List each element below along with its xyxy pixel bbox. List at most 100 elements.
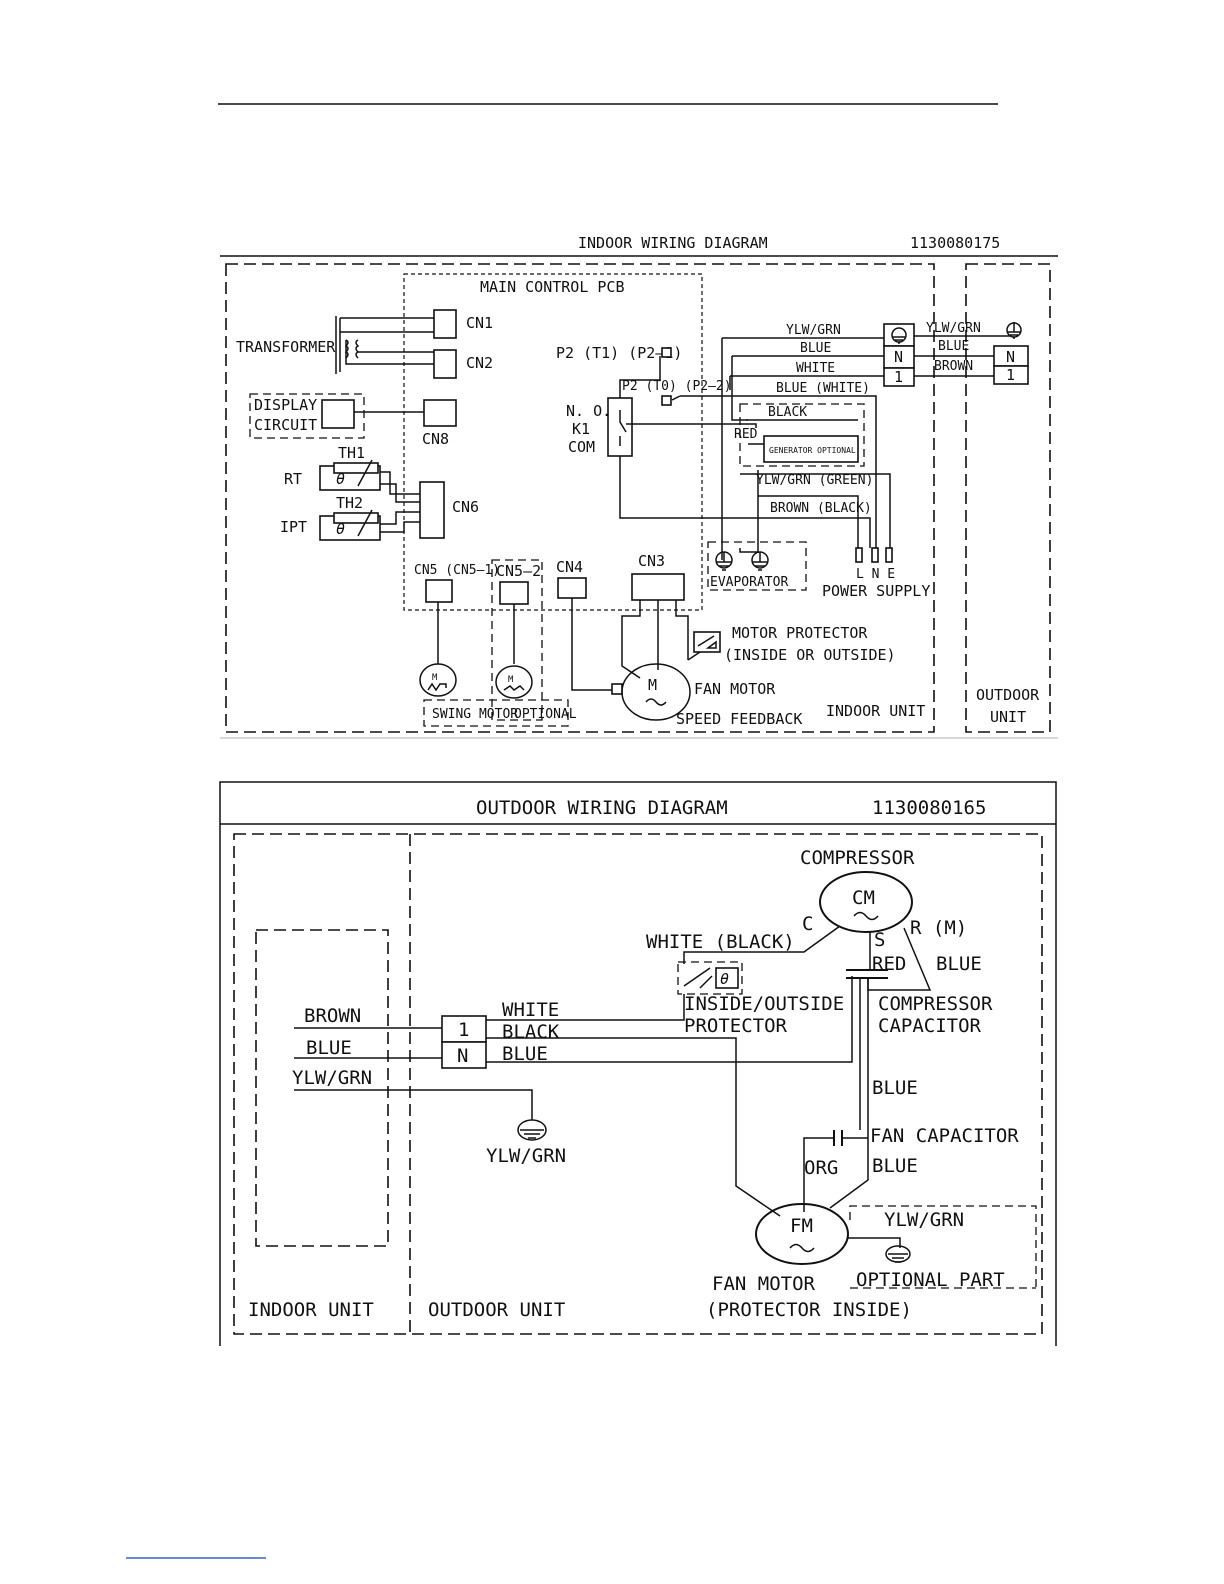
capacitor-down-wire [859, 978, 869, 1134]
transformer-icon [335, 316, 434, 374]
wire-ylw-grn-label: YLW/GRN [786, 323, 841, 338]
cn3-wires [621, 600, 689, 679]
ground-terminal-icon [891, 327, 907, 344]
comp-cap-label-1: COMPRESSOR [878, 993, 993, 1015]
fan-ground-wire [848, 1237, 901, 1248]
thermistor-wires [380, 471, 420, 533]
cn8-label: CN8 [422, 430, 449, 448]
lne-label: L N E [856, 567, 895, 582]
motor-protector-label-2: (INSIDE OR OUTSIDE) [724, 646, 896, 664]
swing-optional-label: OPTIONAL [514, 707, 577, 722]
swing-motor-label: SWING MOTOR [432, 707, 518, 722]
incoming-wires [680, 337, 884, 548]
optional-part-label: OPTIONAL PART [856, 1269, 1005, 1291]
motor-protector-symbol [697, 635, 717, 649]
main-control-pcb [403, 273, 703, 611]
th2-label: TH2 [336, 494, 363, 512]
cn2-connector [433, 349, 457, 379]
n-terminal-label: N [894, 348, 903, 366]
one-terminal [883, 367, 915, 387]
k1-relay [607, 397, 633, 457]
cn6-label: CN6 [452, 498, 479, 516]
th1-arrow [357, 459, 373, 487]
display-connector [321, 399, 355, 429]
out-ylw-grn-label: YLW/GRN [926, 321, 981, 336]
transformer-label: TRANSFORMER [236, 338, 336, 356]
evaporator-label: EVAPORATOR [710, 575, 788, 590]
protector-theta-box [715, 967, 739, 989]
th1-element [333, 462, 379, 474]
blue-cap-label: BLUE [872, 1077, 918, 1099]
ylw-grn-green-label: YLW/GRN (GREEN) [756, 473, 873, 488]
cn5-2-connector [499, 581, 529, 605]
cn4-label: CN4 [556, 558, 583, 576]
ground-ylw-grn-label: YLW/GRN [486, 1145, 566, 1167]
protector-box [677, 961, 743, 995]
swing-motor-1-symbol [427, 682, 447, 692]
swing-motor-2-symbol [503, 685, 525, 691]
blue-r-label: BLUE [936, 953, 982, 975]
evaporator-ground-icon-1 [715, 551, 733, 571]
optional-part-box [849, 1205, 1037, 1288]
speed-feedback-label: SPEED FEEDBACK [676, 710, 802, 728]
generator-box [739, 403, 865, 467]
k1-label: K1 [572, 420, 590, 438]
outdoor-indoor-unit-label: INDOOR UNIT [248, 1299, 374, 1321]
p2-t0-label: P2 (T0) (P2—2) [622, 379, 732, 394]
swing-motor-2-m: M [508, 675, 514, 685]
red-label: RED [872, 953, 906, 975]
th2-element [333, 512, 379, 524]
relay-to-generator [626, 423, 757, 428]
cn5-label: CN5 (CN5—1) [414, 563, 500, 578]
compressor-icon [819, 871, 913, 933]
cn8-connector [423, 399, 457, 427]
black-wire [486, 1037, 781, 1217]
ipt-label: IPT [280, 518, 307, 536]
outdoor-unit-label-2: UNIT [990, 708, 1026, 726]
fan-capacitor-label: FAN CAPACITOR [870, 1125, 1019, 1147]
internal-wires [671, 338, 891, 560]
incoming-lines [294, 1027, 533, 1120]
relay-wires [619, 356, 871, 548]
wire-black-label: BLACK [502, 1021, 560, 1043]
no-label: N. O. [566, 402, 611, 420]
compressor-rm-label: R (M) [910, 917, 967, 939]
outdoor-outdoor-unit-label: OUTDOOR UNIT [428, 1299, 565, 1321]
indoor-code: 1130080175 [910, 234, 1000, 252]
outdoor-boundary [233, 833, 1043, 1335]
generator-black-label: BLACK [768, 405, 807, 420]
protector-label-1: INSIDE/OUTSIDE [684, 993, 844, 1015]
outdoor-unit-boundary [965, 263, 1051, 733]
speed-feedback-terminal [611, 683, 623, 695]
outdoor-unit-label-1: OUTDOOR [976, 686, 1040, 704]
compressor-c-label: C [802, 913, 813, 935]
cn3-connector [631, 573, 685, 601]
th1-label: TH1 [338, 444, 365, 462]
fan-ground-icon [885, 1245, 911, 1263]
fan-motor-ac-icon [645, 698, 667, 706]
cn5-2-label: CN5—2 [496, 562, 541, 580]
main-pcb-label: MAIN CONTROL PCB [480, 278, 625, 296]
outdoor-wiring-diagram: OUTDOOR WIRING DIAGRAM 1130080165 INDOOR… [219, 781, 1057, 1346]
p2-t0-terminal [661, 395, 672, 406]
white-black-label: WHITE (BLACK) [646, 931, 795, 953]
outdoor-code: 1130080165 [872, 797, 986, 819]
cn3-label: CN3 [638, 552, 665, 570]
in-blue-label: BLUE [306, 1037, 352, 1059]
fan-motor-fm: FM [790, 1215, 813, 1237]
fan-motor-icon [621, 663, 691, 721]
terminal-n [441, 1041, 487, 1069]
compressor-s-label: S [874, 929, 885, 951]
fan-motor-label-2: (PROTECTOR INSIDE) [706, 1299, 912, 1321]
swing-motor-wires [437, 602, 515, 664]
p2-t1-label: P2 (T1) (P2—1) [556, 344, 682, 362]
blue-fan-wire [829, 1134, 869, 1209]
com-label: COM [568, 438, 595, 456]
cn5-2-optional-box [491, 559, 543, 721]
terminal-n-label: N [457, 1045, 468, 1067]
out-blue-label: BLUE [938, 339, 969, 354]
blue-wire [486, 976, 853, 1063]
cn6-connector [419, 481, 445, 539]
cn4-wire [571, 598, 612, 691]
indoor-unit-block [255, 929, 389, 1247]
